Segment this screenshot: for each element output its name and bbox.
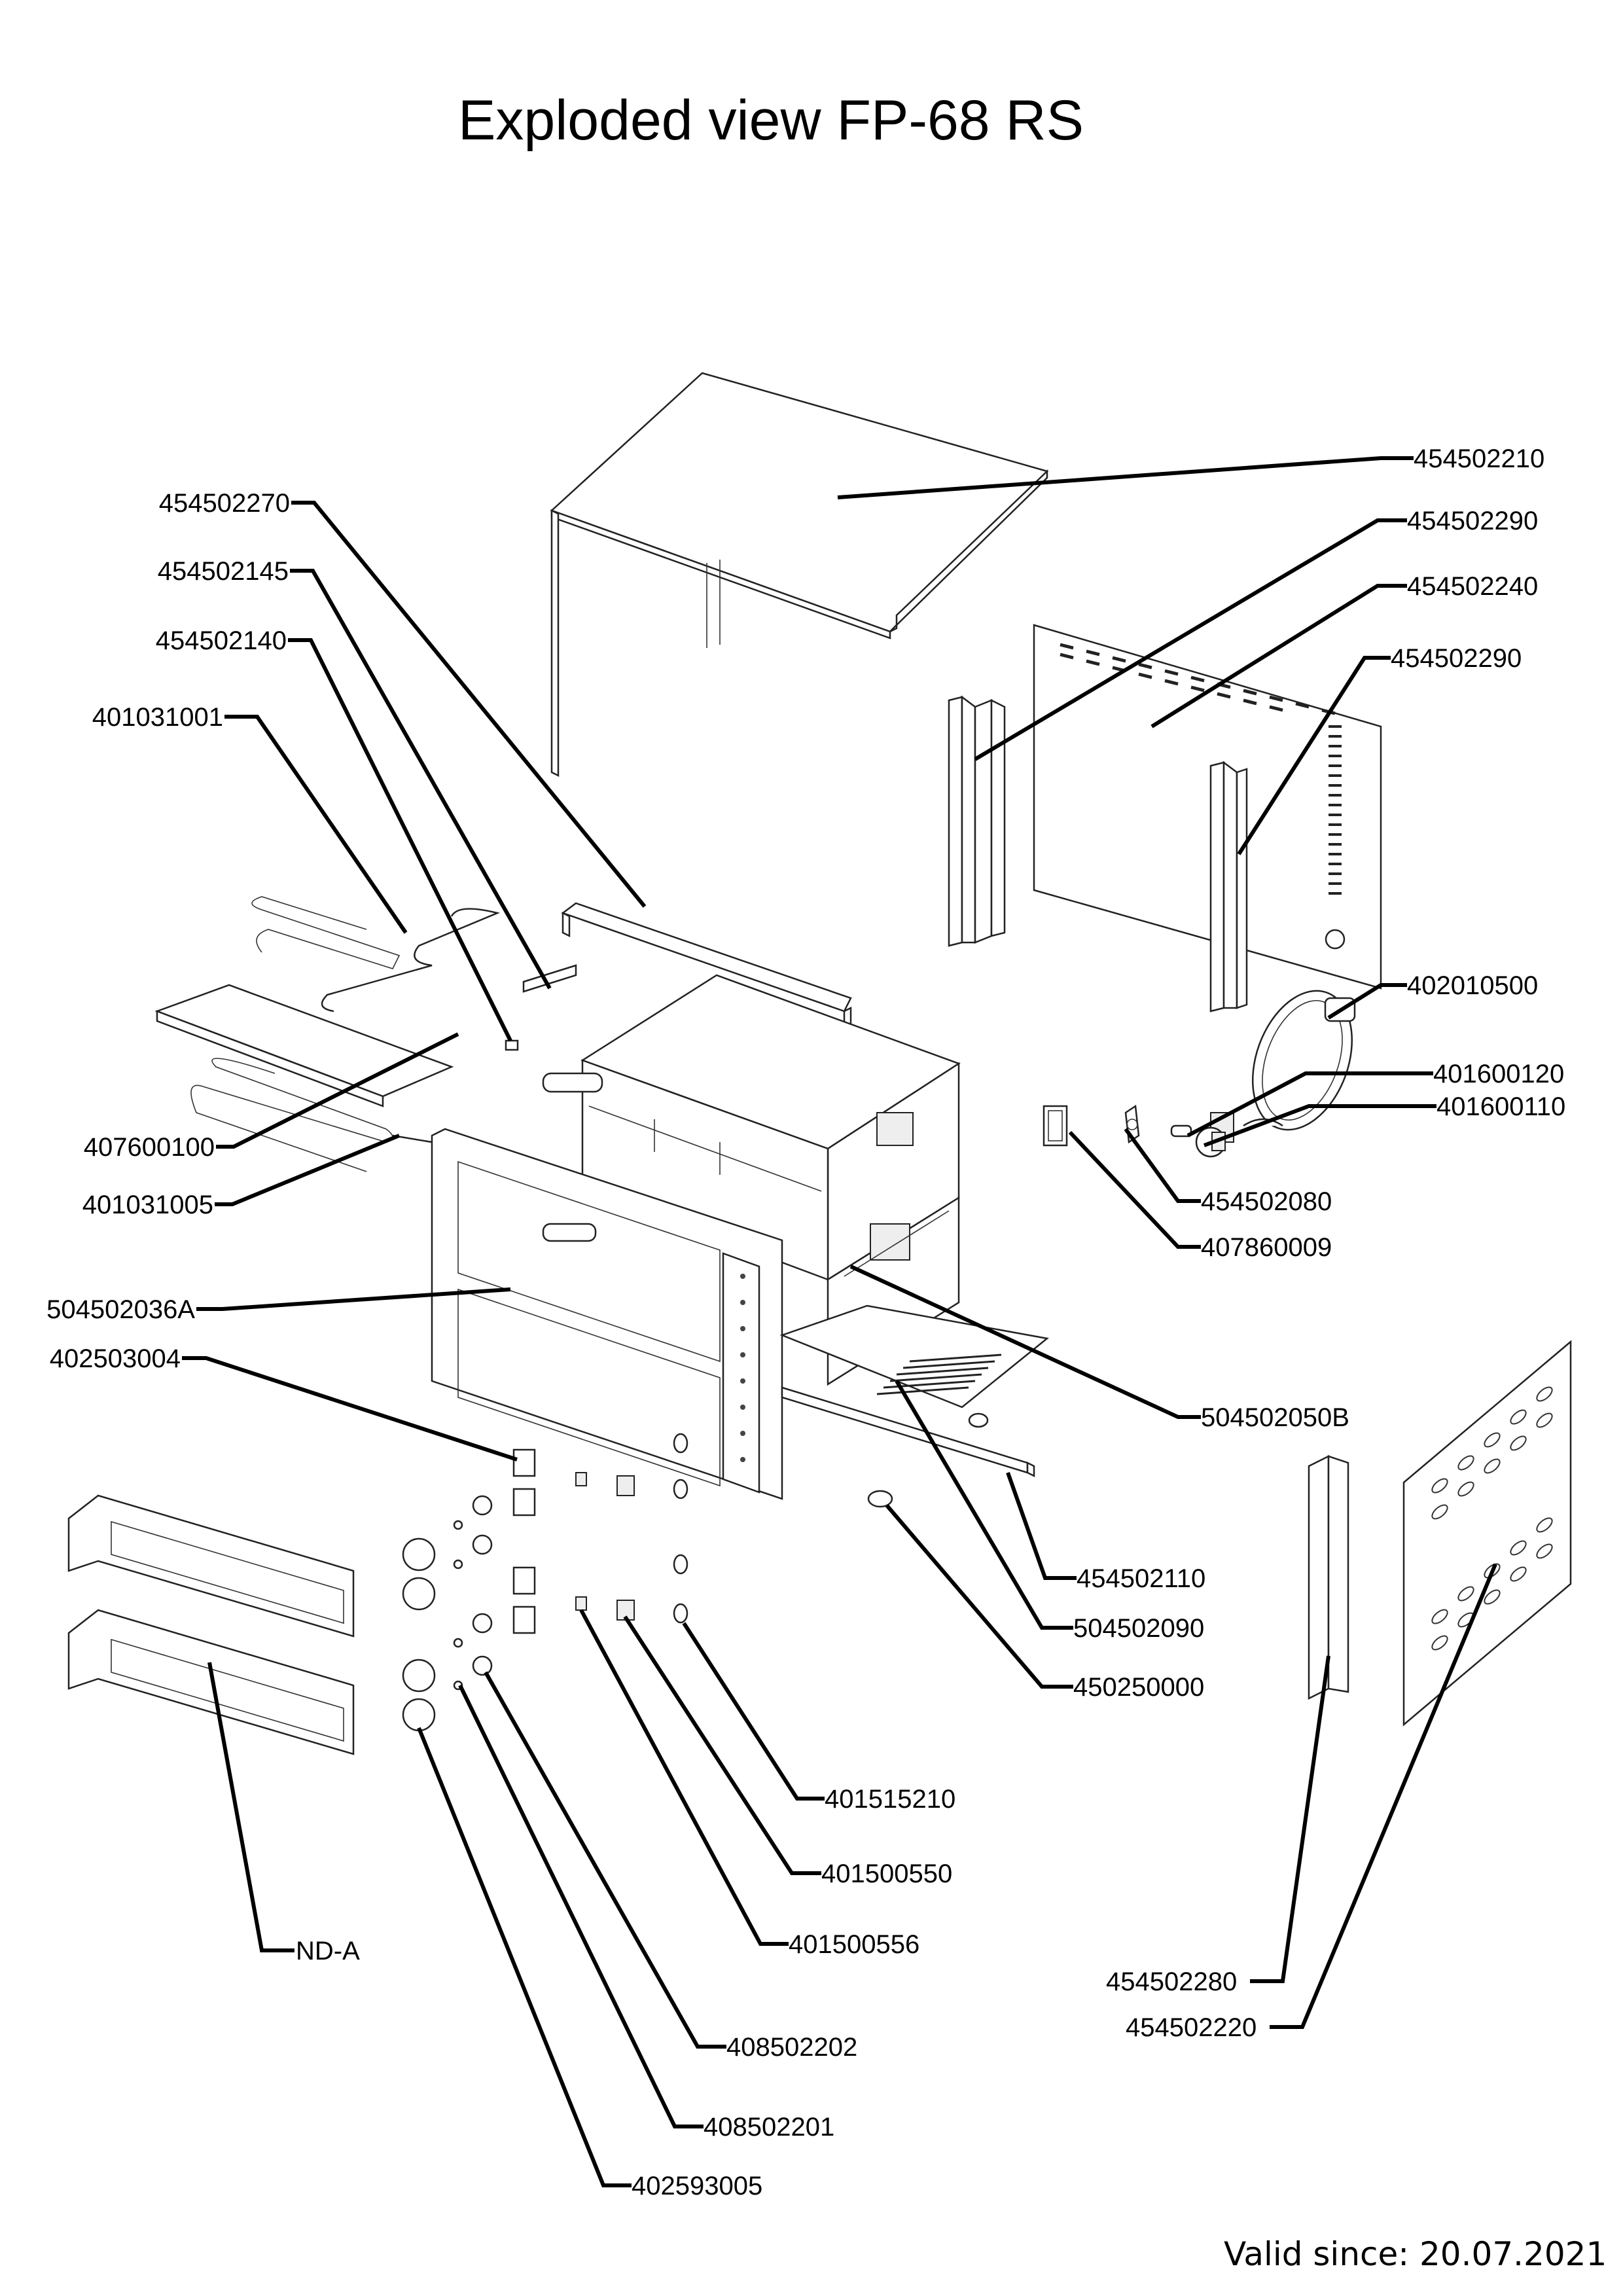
part-rear-rail-left xyxy=(948,695,1006,947)
callout-label[interactable]: 401031005 xyxy=(82,1191,213,1219)
callout-label[interactable]: 454502290 xyxy=(1407,507,1538,535)
leader-401515210 xyxy=(682,1622,825,1801)
part-knob-bezel xyxy=(453,1520,463,1691)
part-top-cover xyxy=(550,372,1049,778)
leader-401500556 xyxy=(579,1609,789,1946)
part-oven-body xyxy=(542,974,961,1282)
part-baking-stone xyxy=(154,984,454,1107)
leader-450250000 xyxy=(885,1504,1073,1689)
callout-label[interactable]: 407600100 xyxy=(84,1133,215,1162)
validity-date: Valid since: 20.07.2021 xyxy=(1224,2235,1607,2273)
part-side-rail-right xyxy=(1308,1454,1349,1700)
callout-label[interactable]: 401031001 xyxy=(92,703,223,732)
leader-401600110 xyxy=(1203,1104,1436,1147)
callout-label[interactable]: 402010500 xyxy=(1407,971,1538,1000)
callout-label[interactable]: 454502280 xyxy=(1106,1967,1237,1996)
leader-401031001 xyxy=(224,715,408,934)
part-foot xyxy=(867,1412,989,1508)
leader-401500550 xyxy=(623,1615,821,1875)
part-rear-rail-right xyxy=(1209,761,1248,1013)
part-top-bracket xyxy=(561,902,852,1033)
leader-407860009 xyxy=(1068,1130,1201,1249)
part-door xyxy=(67,1494,355,1755)
leader-408502201 xyxy=(458,1684,704,2128)
callout-label[interactable]: 454502145 xyxy=(158,557,289,586)
callout-label[interactable]: 401500556 xyxy=(789,1930,919,1959)
leader-454502220 xyxy=(1270,1563,1497,2029)
part-side-rail xyxy=(781,1386,1035,1478)
callout-label[interactable]: 454502220 xyxy=(1126,2013,1257,2042)
callout-label[interactable]: 408502202 xyxy=(726,2033,857,2062)
leader-454502145 xyxy=(290,569,552,990)
page-title: Exploded view FP-68 RS xyxy=(458,89,1084,152)
part-side-panel-right xyxy=(1402,1340,1572,1727)
callout-label[interactable]: 408502201 xyxy=(704,2113,834,2142)
leader-454502290-b xyxy=(1237,656,1391,855)
leader-454502140 xyxy=(288,638,512,1042)
callout-label[interactable]: 454502290 xyxy=(1391,644,1522,673)
part-fuse xyxy=(1170,1124,1192,1138)
leader-454502270 xyxy=(291,501,647,908)
leader-454502290-a xyxy=(974,518,1407,761)
leader-401600120 xyxy=(1186,1071,1433,1138)
part-back-panel xyxy=(1033,624,1382,990)
callout-label[interactable]: 402593005 xyxy=(632,2172,762,2200)
leader-504502090 xyxy=(895,1380,1073,1630)
part-front-frame xyxy=(431,1128,783,1500)
callout-label[interactable]: 454502080 xyxy=(1201,1187,1332,1216)
part-regulator xyxy=(512,1448,536,1634)
leader-lines xyxy=(182,456,1497,2187)
leader-ND-A xyxy=(207,1662,294,1952)
callout-label[interactable]: 504502050B xyxy=(1201,1403,1349,1432)
callout-label[interactable]: 401515210 xyxy=(825,1785,955,1814)
callout-label[interactable]: 504502036A xyxy=(46,1295,195,1324)
part-gasket xyxy=(1043,1105,1068,1147)
callout-label[interactable]: 401600120 xyxy=(1433,1060,1564,1088)
callout-labels: 454502210 454502290 454502240 454502290 … xyxy=(46,444,1565,2200)
leader-407600100 xyxy=(216,1032,459,1149)
callout-label[interactable]: 407860009 xyxy=(1201,1233,1332,1262)
part-rocker-switch-small xyxy=(575,1472,587,1611)
callout-label[interactable]: 454502140 xyxy=(156,626,287,655)
callout-label[interactable]: 401600110 xyxy=(1436,1092,1565,1121)
callout-label[interactable]: 402503004 xyxy=(50,1344,181,1373)
part-bottom-tray xyxy=(779,1304,1049,1408)
leader-454502240 xyxy=(1150,584,1407,728)
leader-454502080 xyxy=(1124,1128,1201,1203)
leader-402010500 xyxy=(1327,983,1407,1020)
callout-label[interactable]: 454502240 xyxy=(1407,572,1538,601)
part-rocker-switch-large xyxy=(616,1475,635,1621)
leader-454502210 xyxy=(837,456,1414,499)
leader-454502110 xyxy=(1006,1471,1077,1580)
leader-402503004 xyxy=(182,1356,518,1462)
part-knob-ring xyxy=(472,1495,493,1676)
part-heater-clip xyxy=(505,1039,519,1051)
part-upper-heating-element xyxy=(251,896,500,1013)
leader-504502050B xyxy=(849,1265,1201,1419)
part-heater-bracket xyxy=(522,964,577,993)
leader-408502202 xyxy=(484,1671,726,2049)
leader-454502280 xyxy=(1250,1655,1330,1983)
callout-label[interactable]: 454502270 xyxy=(159,489,290,518)
callout-label[interactable]: 450250000 xyxy=(1073,1673,1204,1702)
leader-504502036A xyxy=(196,1287,511,1311)
callout-label[interactable]: 401500550 xyxy=(821,1859,952,1888)
callout-label[interactable]: 454502110 xyxy=(1077,1564,1205,1593)
part-indicator-lamp xyxy=(673,1433,688,1624)
part-control-knob xyxy=(402,1537,436,1732)
leader-402593005 xyxy=(417,1727,632,2187)
callout-label[interactable]: ND-A xyxy=(296,1937,360,1965)
callout-label[interactable]: 504502090 xyxy=(1073,1614,1204,1643)
callout-label[interactable]: 454502210 xyxy=(1414,444,1544,473)
leader-401031005 xyxy=(215,1134,401,1206)
